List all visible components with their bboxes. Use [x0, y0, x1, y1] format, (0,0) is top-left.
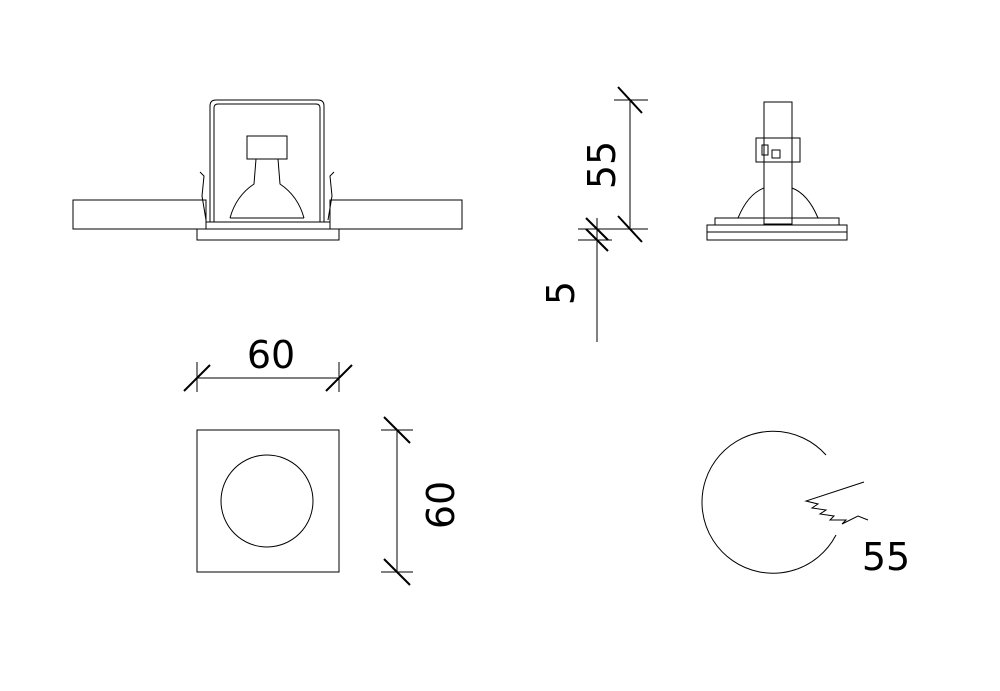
cutout-saw-line: [804, 481, 869, 525]
ceiling-slab-left: [72, 199, 207, 230]
trim-plate: [196, 228, 340, 241]
spring-clip-left: [199, 171, 207, 221]
cutout-circle: [701, 430, 837, 574]
height-label: 55: [580, 141, 624, 189]
cutout-view: 55: [701, 430, 910, 579]
width-dimension: 60: [183, 333, 353, 392]
housing-can: [209, 99, 325, 222]
side-view: [706, 101, 848, 241]
lip-dimension: 5: [539, 217, 612, 342]
height-dimension: 55: [580, 86, 648, 243]
square-trim: [196, 429, 340, 573]
cutout-label: 55: [862, 535, 910, 579]
ceiling-slab-right: [329, 199, 463, 230]
depth-dimension: 60: [381, 416, 463, 586]
spring-clip-right: [327, 171, 335, 221]
aperture-circle: [220, 454, 314, 548]
width-label: 60: [247, 333, 295, 377]
side-mount-column: [763, 101, 793, 225]
lamp-bulb: [229, 158, 305, 219]
depth-label: 60: [419, 481, 463, 529]
top-view: [196, 429, 340, 573]
lamp-socket: [246, 135, 288, 160]
lip-label: 5: [539, 281, 583, 305]
section-view: [72, 99, 463, 241]
